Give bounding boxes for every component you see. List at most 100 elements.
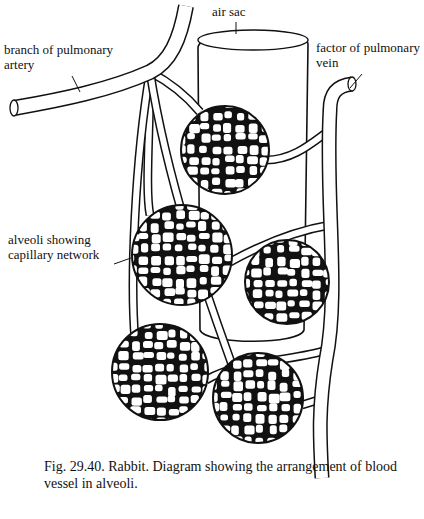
capillary-space bbox=[211, 202, 221, 210]
capillary-space bbox=[325, 234, 334, 244]
capillary-space bbox=[236, 234, 245, 241]
capillary-space bbox=[275, 291, 282, 298]
capillary-space bbox=[287, 290, 298, 297]
vein-branch bbox=[266, 130, 330, 160]
capillary-space bbox=[236, 133, 246, 140]
capillary-space bbox=[305, 349, 313, 358]
capillary-space bbox=[248, 189, 257, 196]
capillary-space bbox=[313, 258, 321, 266]
capillary-space bbox=[225, 312, 235, 320]
capillary-space bbox=[225, 179, 236, 188]
capillary-space bbox=[238, 146, 248, 154]
capillary-space bbox=[251, 268, 262, 277]
capillary-space bbox=[155, 385, 163, 392]
capillary-space bbox=[273, 147, 282, 157]
capillary-space bbox=[139, 256, 149, 265]
capillary-space bbox=[282, 369, 289, 377]
capillary-space bbox=[293, 447, 304, 456]
capillary-space bbox=[175, 101, 184, 109]
capillary-space bbox=[237, 113, 244, 121]
artery-cut-end bbox=[10, 100, 18, 116]
capillary-space bbox=[144, 385, 153, 391]
capillary-space bbox=[301, 325, 310, 335]
alveolus-outline bbox=[213, 353, 303, 443]
capillary-space bbox=[128, 288, 138, 296]
capillary-space bbox=[191, 320, 199, 328]
capillary-space bbox=[246, 380, 256, 389]
capillary-space bbox=[186, 266, 194, 273]
capillary-space bbox=[268, 380, 276, 390]
vein-cut-end bbox=[348, 77, 356, 91]
alveolus bbox=[181, 106, 269, 194]
capillary-space bbox=[273, 188, 282, 197]
capillary-space bbox=[250, 166, 258, 175]
capillary-space bbox=[223, 147, 232, 155]
capillary-space bbox=[222, 301, 232, 310]
capillary-space bbox=[241, 322, 251, 329]
capillary-space bbox=[106, 408, 117, 414]
capillary-space bbox=[234, 381, 244, 391]
capillary-space bbox=[132, 341, 140, 351]
structure-label: branch of pulmonary artery bbox=[4, 42, 116, 72]
capillary-space bbox=[131, 320, 140, 327]
capillary-space bbox=[305, 382, 312, 389]
capillary-space bbox=[269, 415, 277, 424]
capillary-space bbox=[165, 256, 174, 265]
capillary-space bbox=[236, 155, 244, 163]
capillary-space bbox=[143, 395, 152, 403]
capillary-space bbox=[202, 133, 211, 142]
capillary-space bbox=[198, 311, 208, 319]
capillary-space bbox=[212, 135, 221, 141]
capillary-space bbox=[260, 112, 269, 121]
capillary-space bbox=[176, 233, 186, 240]
capillary-space bbox=[294, 391, 301, 398]
capillary-space bbox=[251, 324, 261, 333]
capillary-space bbox=[187, 278, 197, 288]
capillary-space bbox=[190, 363, 198, 370]
capillary-space bbox=[180, 342, 190, 351]
capillary-space bbox=[179, 397, 189, 404]
capillary-space bbox=[128, 210, 135, 218]
capillary-space bbox=[199, 254, 210, 264]
capillary-space bbox=[258, 392, 267, 401]
capillary-space bbox=[305, 449, 314, 456]
capillary-space bbox=[168, 387, 176, 397]
capillary-space bbox=[176, 113, 185, 120]
capillary-space bbox=[237, 199, 244, 206]
structure-label: air sac bbox=[212, 4, 272, 19]
capillary-space bbox=[202, 408, 213, 416]
capillary-space bbox=[303, 425, 310, 431]
capillary-space bbox=[256, 425, 263, 433]
capillary-space bbox=[128, 300, 136, 309]
capillary-space bbox=[192, 418, 202, 425]
capillary-space bbox=[280, 383, 288, 392]
capillary-space bbox=[209, 358, 220, 366]
capillary-space bbox=[213, 124, 221, 132]
capillary-space bbox=[107, 397, 116, 407]
capillary-space bbox=[261, 189, 269, 197]
capillary-space bbox=[290, 324, 300, 332]
capillary-space bbox=[119, 375, 128, 382]
capillary-space bbox=[224, 134, 231, 141]
capillary-space bbox=[199, 146, 207, 153]
capillary-space bbox=[290, 259, 300, 268]
capillary-space bbox=[220, 414, 228, 420]
capillary-space bbox=[119, 320, 126, 329]
capillary-space bbox=[202, 319, 211, 328]
capillary-space bbox=[151, 267, 161, 273]
capillary-space bbox=[200, 277, 207, 284]
capillary-space bbox=[277, 245, 284, 252]
capillary-space bbox=[234, 211, 242, 220]
capillary-space bbox=[176, 180, 187, 190]
capillary-space bbox=[145, 332, 153, 339]
capillary-space bbox=[273, 124, 280, 131]
capillary-space bbox=[200, 265, 209, 272]
capillary-space bbox=[294, 426, 302, 434]
capillary-space bbox=[277, 280, 287, 286]
capillary-space bbox=[211, 168, 219, 174]
capillary-space bbox=[120, 419, 129, 428]
capillary-space bbox=[187, 133, 195, 139]
capillary-space bbox=[167, 364, 174, 371]
capillary-space bbox=[138, 267, 148, 274]
capillary-space bbox=[192, 409, 202, 417]
